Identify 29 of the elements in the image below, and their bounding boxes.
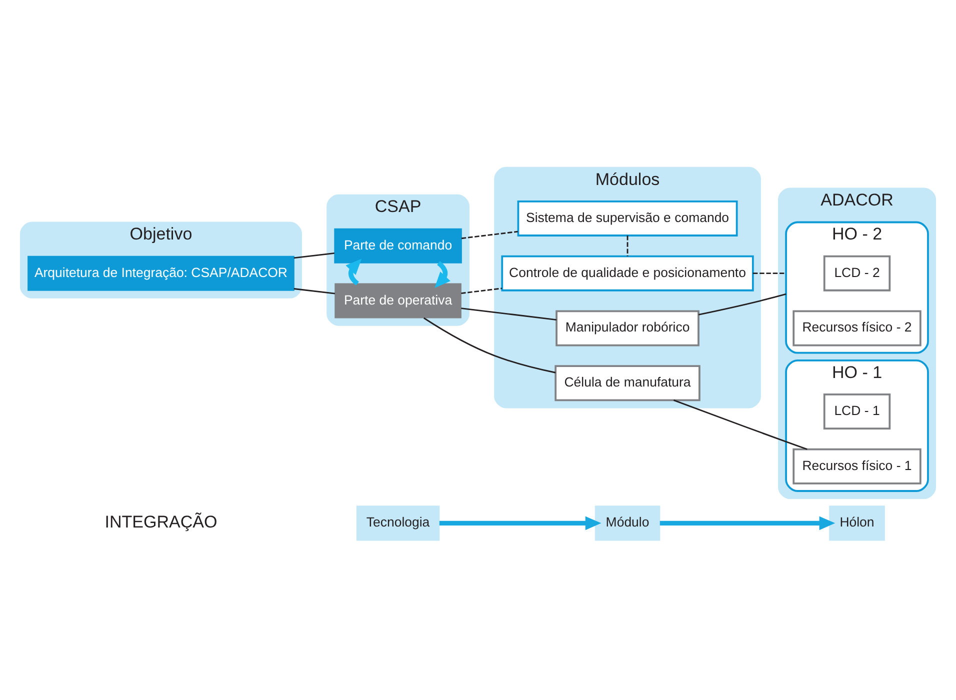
connector <box>461 288 502 294</box>
arrow <box>434 261 450 288</box>
node-box: Módulo <box>594 506 660 541</box>
connector <box>626 236 628 256</box>
node-box: Arquitetura de Integração: CSAP/ADACOR <box>28 256 294 291</box>
arrow <box>346 258 362 286</box>
connector <box>294 252 334 259</box>
node-box: LCD - 2 <box>823 255 891 292</box>
node-box: Controle de qualidade e posicionamento <box>501 255 754 292</box>
connector <box>698 293 786 316</box>
node-box: Manipulador robórico <box>556 310 700 346</box>
arrow <box>439 516 602 530</box>
node-box: Recursos físico - 2 <box>792 310 922 346</box>
arrow <box>660 516 836 530</box>
node-box: Célula de manufatura <box>554 365 700 402</box>
node-box: Sistema de supervisão e comando <box>517 200 738 236</box>
node-box: LCD - 1 <box>823 394 891 430</box>
connector <box>423 317 556 374</box>
connector <box>461 230 518 240</box>
node-box: Tecnologia <box>356 506 440 541</box>
connector <box>294 288 336 294</box>
node-box: Parte de operativa <box>334 283 462 318</box>
connector <box>673 400 808 450</box>
connector <box>461 308 557 320</box>
node-box: Hólon <box>829 506 885 541</box>
node-box: Parte de comando <box>334 228 462 264</box>
connector <box>752 272 786 274</box>
label: INTEGRAÇÃO <box>104 512 218 532</box>
node-box: Recursos físico - 1 <box>792 448 922 484</box>
